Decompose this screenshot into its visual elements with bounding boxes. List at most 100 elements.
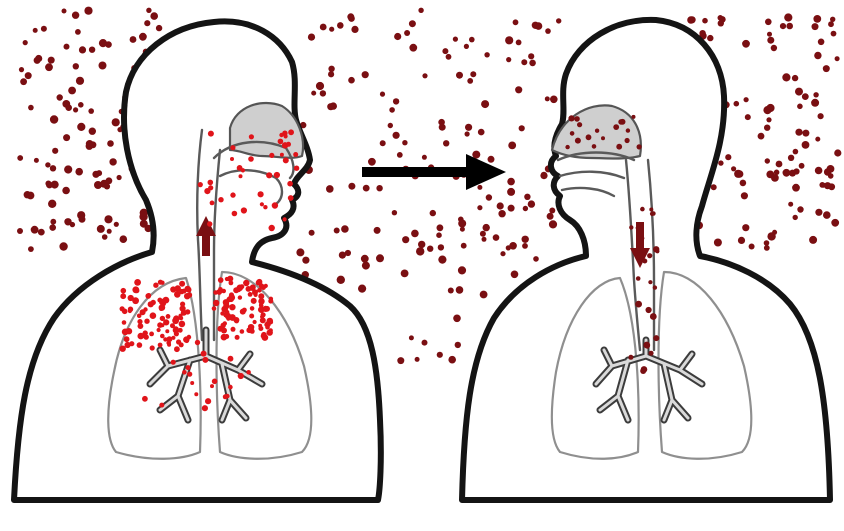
airborne-particle (493, 234, 500, 241)
airborne-particle (50, 115, 58, 123)
airborne-particle (481, 100, 489, 108)
airborne-particle (73, 107, 78, 112)
infectious-particle (238, 295, 242, 299)
inhaled-particle (643, 342, 650, 349)
airborne-particle (699, 30, 705, 36)
inhaled-particle (613, 124, 619, 130)
airborne-particle (742, 40, 750, 48)
airborne-particle (711, 184, 717, 190)
airborne-particle (519, 125, 525, 131)
airborne-particle (799, 163, 805, 169)
infectious-particle (210, 384, 214, 388)
airborne-particle (362, 262, 370, 270)
infectious-particle (231, 327, 236, 332)
infectious-particle (150, 345, 155, 350)
airborne-particle (506, 245, 511, 250)
airborne-particle (442, 48, 448, 54)
infectious-particle (269, 153, 274, 158)
airborne-particle (23, 40, 28, 45)
infectious-particle (159, 306, 164, 311)
airborne-particle (744, 97, 749, 102)
airborne-particle (394, 33, 401, 40)
airborne-particle (771, 45, 777, 51)
airborne-particle (363, 185, 370, 192)
infectious-particle (198, 182, 203, 187)
infectious-particle (216, 289, 222, 295)
airborne-particle (411, 230, 419, 238)
infectious-particle (212, 306, 217, 311)
airborne-particle (718, 20, 724, 26)
airborne-particle (533, 256, 539, 262)
inhaled-particle (629, 225, 633, 229)
airborne-particle (556, 18, 561, 23)
infectious-particle (138, 323, 144, 329)
airborne-particle (380, 92, 385, 97)
infectious-particle (157, 328, 161, 332)
airborne-particle (689, 16, 696, 23)
airborne-particle (812, 23, 819, 30)
infectious-particle (251, 298, 257, 304)
airborne-particle (516, 40, 522, 46)
infectious-particle (238, 373, 244, 379)
airborne-particle (783, 169, 791, 177)
airborne-particle (334, 228, 340, 234)
infectious-particle (179, 321, 186, 328)
airborne-particle (146, 8, 151, 13)
inhaled-particle (651, 211, 656, 216)
airborne-particle (156, 25, 162, 31)
infectious-particle (258, 306, 265, 313)
infectious-particle (213, 300, 219, 306)
airborne-particle (545, 28, 551, 34)
airborne-particle (802, 130, 809, 137)
inhaled-particle (653, 285, 657, 289)
airborne-particle (337, 276, 345, 284)
infectious-particle (278, 139, 284, 145)
airborne-particle (45, 63, 53, 71)
airborne-particle (49, 224, 56, 231)
infectious-particle (186, 365, 191, 370)
airborne-particle (795, 129, 802, 136)
inhaled-particle (650, 313, 657, 320)
airborne-particle (827, 165, 835, 173)
infectious-particle (179, 342, 184, 347)
inhaled-particle (640, 368, 646, 374)
inhaled-particle (575, 138, 581, 144)
airborne-particle (302, 257, 309, 264)
airborne-particle (422, 155, 427, 160)
infectious-particle (294, 166, 299, 171)
airborne-particle (97, 225, 105, 233)
airborne-particle (393, 98, 399, 104)
inhaled-particle (636, 226, 640, 230)
infectious-particle (287, 181, 293, 187)
infectious-particle (124, 336, 130, 342)
airborne-particle (96, 170, 102, 176)
airborne-particle (117, 175, 122, 180)
infectious-particle (207, 221, 212, 226)
airborne-particle (835, 56, 840, 61)
infectious-particle (171, 360, 176, 365)
infectious-particle (165, 329, 169, 333)
infectious-particle (134, 279, 141, 286)
airborne-particle (28, 246, 34, 252)
airborne-particle (416, 247, 424, 255)
infectious-particle (280, 153, 284, 157)
airborne-particle (524, 194, 530, 200)
airborne-particle (815, 137, 820, 142)
airborne-particle (72, 12, 79, 19)
airborne-particle (48, 57, 55, 64)
infectious-particle (150, 312, 157, 319)
infectious-particle (190, 381, 194, 385)
airborne-particle (464, 44, 469, 49)
infectious-particle (146, 293, 151, 298)
airborne-particle (508, 142, 516, 150)
infectious-particle (163, 319, 169, 325)
infectious-particle (260, 202, 264, 206)
airborne-particle (99, 62, 107, 70)
airborne-particle (79, 46, 86, 53)
airborne-particle (470, 71, 476, 77)
airborne-particle (52, 148, 58, 154)
airborne-particle (528, 200, 535, 207)
airborne-particle (422, 73, 427, 78)
